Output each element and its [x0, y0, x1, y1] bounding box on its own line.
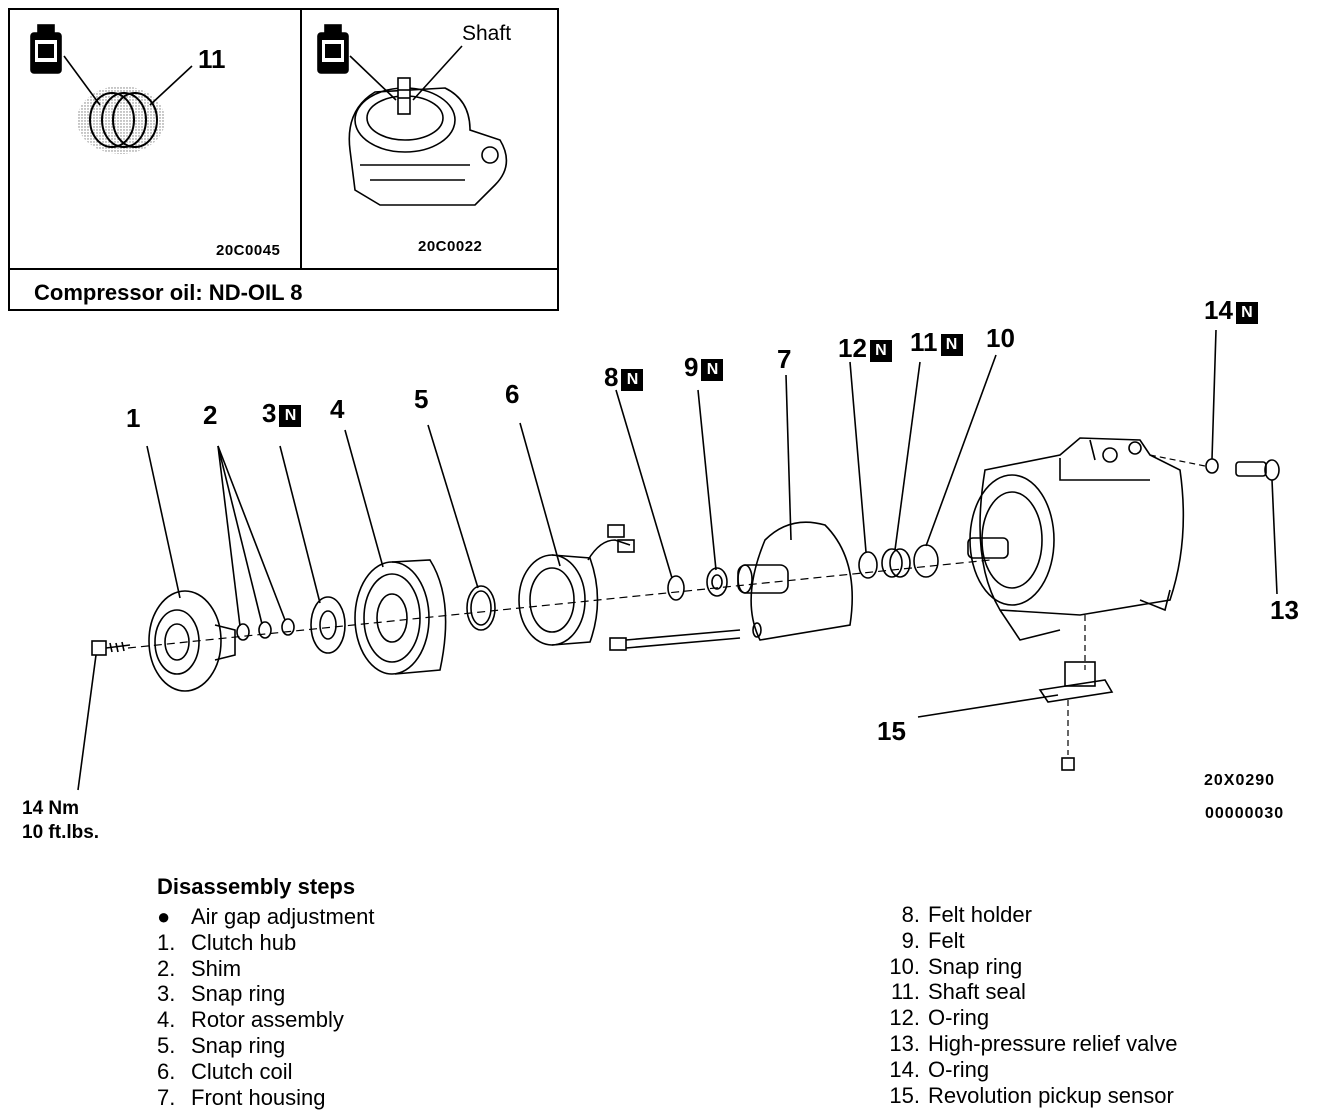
snap-ring — [466, 585, 496, 631]
step-item: 5.Snap ring — [157, 1032, 286, 1058]
callout-10: 10 — [986, 323, 1015, 353]
leader-line — [349, 55, 397, 101]
leader-lines — [77, 329, 1278, 791]
step-item: 15.Revolution pickup sensor — [889, 1082, 1174, 1108]
new-part-mark: N — [621, 369, 644, 391]
torque-spec: 14 Nm 10 ft.lbs. — [22, 797, 99, 845]
new-part-mark: N — [940, 334, 963, 356]
callout-13: 13 — [1270, 595, 1299, 625]
steps-list-left: ●Air gap adjustment 1.Clutch hub 2.Shim … — [157, 904, 374, 1110]
new-part-mark: N — [701, 359, 724, 381]
inset-part-label: 11 — [198, 44, 226, 74]
shim — [236, 623, 250, 641]
step-item: 9.Felt — [901, 927, 965, 953]
o-ring — [1205, 458, 1219, 474]
step-item: 8.Felt holder — [901, 902, 1032, 927]
new-part-mark: N — [869, 340, 892, 362]
shaft-seal — [881, 548, 911, 578]
torque-metric: 14 Nm — [22, 798, 80, 819]
leader-line — [63, 55, 101, 106]
felt — [711, 574, 723, 590]
shaft-label: Shaft — [462, 22, 512, 45]
figure-code-right: 20C0022 — [418, 238, 483, 255]
compressor-body — [967, 437, 1185, 641]
shim — [258, 621, 272, 639]
bolt — [91, 640, 131, 656]
inset-divider — [300, 10, 302, 268]
felt-holder — [667, 575, 685, 601]
leader-line — [412, 45, 463, 101]
callout-2: 2 — [203, 400, 218, 430]
step-item: 3.Snap ring — [157, 981, 286, 1007]
through-bolt — [609, 622, 762, 651]
step-item: 12.O-ring — [889, 1005, 990, 1031]
torque-imperial: 10 ft.lbs. — [22, 822, 100, 843]
steps-title: Disassembly steps — [157, 874, 356, 899]
o-ring — [858, 551, 878, 579]
step-item: 11.Shaft seal — [891, 979, 1026, 1005]
step-item: 6.Clutch coil — [157, 1058, 293, 1084]
clutch-hub — [148, 590, 236, 692]
oil-can-icon — [317, 24, 349, 74]
inset-divider — [10, 268, 557, 270]
step-item: 14.O-ring — [889, 1056, 990, 1082]
step-item: 7.Front housing — [157, 1084, 326, 1110]
axis-line — [1149, 454, 1206, 467]
callout-6: 6 — [505, 379, 520, 409]
shim — [281, 618, 295, 636]
revolution-sensor — [1038, 615, 1114, 771]
callout-4: 4 — [330, 394, 345, 424]
snap-ring — [310, 596, 346, 654]
step-item: 1.Clutch hub — [157, 929, 297, 955]
new-part-mark: N — [1235, 302, 1258, 324]
clutch-coil — [518, 524, 635, 646]
compressor-oil-inset: 11 20C0045 Shaft 20C0022 Compressor oil:… — [8, 8, 559, 311]
step-item: 4.Rotor assembly — [157, 1007, 344, 1033]
axis-line — [127, 559, 991, 649]
steps-list-right: 8.Felt holder 9.Felt 10.Snap ring 11.Sha… — [874, 902, 1177, 1108]
oil-can-icon — [30, 24, 62, 74]
rotor-assembly — [354, 559, 447, 675]
step-bullet: ●Air gap adjustment — [157, 904, 375, 929]
callout-5: 5 — [414, 384, 429, 414]
relief-valve — [1235, 459, 1280, 481]
step-item: 10.Snap ring — [889, 953, 1023, 979]
figure-code-left: 20C0045 — [216, 242, 281, 259]
compressor-shaft-illustration — [348, 77, 508, 206]
callout-7: 7 — [777, 344, 792, 374]
leader-line — [149, 65, 193, 106]
new-part-mark: N — [279, 405, 302, 427]
snap-ring — [913, 544, 939, 578]
callout-1: 1 — [126, 403, 141, 433]
felt — [706, 567, 728, 597]
step-item: 13.High-pressure relief valve — [889, 1030, 1178, 1056]
callout-15: 15 — [877, 716, 906, 746]
compressor-oil-note: Compressor oil: ND-OIL 8 — [34, 280, 303, 305]
page-code: 00000030 — [1205, 805, 1285, 822]
drawing-code: 20X0290 — [1204, 772, 1276, 789]
step-item: 2.Shim — [157, 955, 242, 981]
front-housing — [737, 521, 853, 641]
